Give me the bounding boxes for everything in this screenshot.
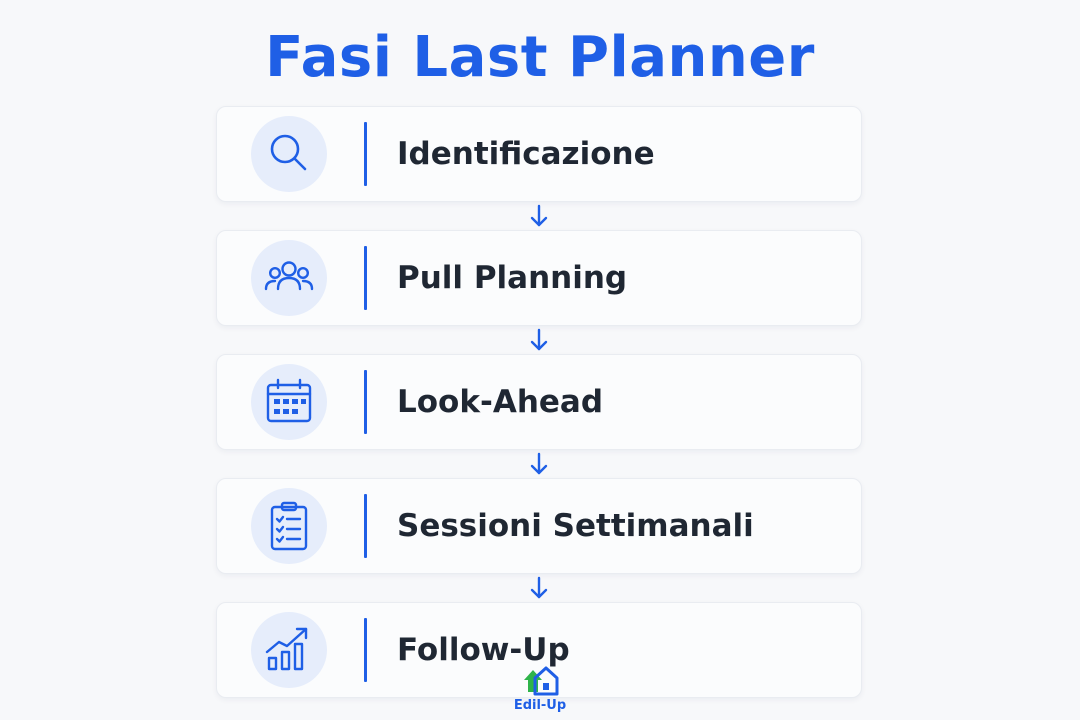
card-divider	[364, 494, 367, 558]
house-logo-icon	[524, 666, 559, 696]
card-divider	[364, 122, 367, 186]
phase-label: Follow-Up	[397, 632, 570, 668]
phase-label: Pull Planning	[397, 260, 628, 296]
page-title: Fasi Last Planner	[265, 25, 815, 90]
phase-card-sessioni-settimanali: Sessioni Settimanali	[216, 478, 862, 574]
phase-card-follow-up: Follow-Up	[216, 602, 862, 698]
phase-label: Look-Ahead	[397, 384, 604, 420]
calendar-icon	[251, 364, 327, 440]
flow-arrow	[216, 326, 862, 354]
clipboard-checklist-icon	[251, 488, 327, 564]
card-divider	[364, 618, 367, 682]
search-icon	[251, 116, 327, 192]
flow-arrow	[216, 202, 862, 230]
brand-name: Edil-Up	[513, 698, 567, 713]
brand-logo: Edil-Up	[490, 664, 590, 713]
growth-chart-icon	[251, 612, 327, 688]
people-group-icon	[251, 240, 327, 316]
phase-card-pull-planning: Pull Planning	[216, 230, 862, 326]
card-divider	[364, 370, 367, 434]
phase-label: Identificazione	[397, 136, 655, 172]
phase-flow: Identificazione Pull Planning	[216, 106, 862, 698]
phase-card-look-ahead: Look-Ahead	[216, 354, 862, 450]
flow-arrow	[216, 574, 862, 602]
phase-card-identificazione: Identificazione	[216, 106, 862, 202]
card-divider	[364, 246, 367, 310]
phase-label: Sessioni Settimanali	[397, 508, 754, 544]
flow-arrow	[216, 450, 862, 478]
